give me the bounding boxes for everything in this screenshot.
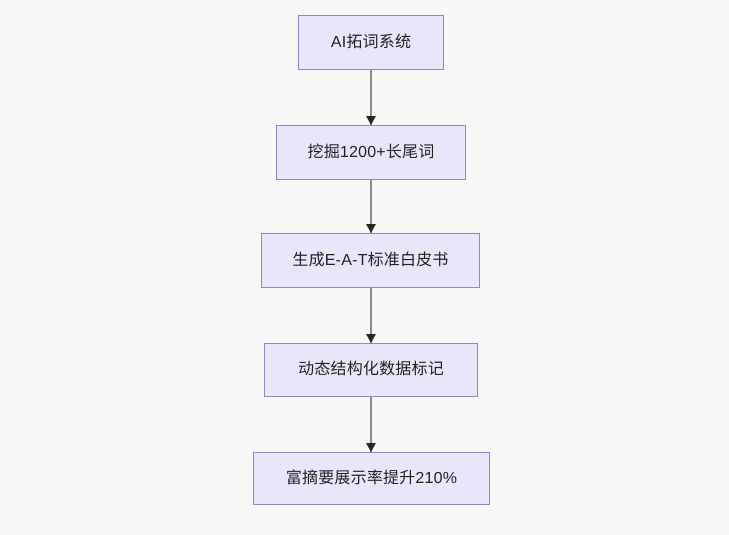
flow-node-ai-keyword-system[interactable]: AI拓词系统 <box>298 15 444 70</box>
edge-n2-n3 <box>366 180 376 233</box>
flow-node-label: 生成E-A-T标准白皮书 <box>292 251 449 269</box>
edge-line <box>370 397 372 452</box>
edge-n3-n4 <box>366 288 376 343</box>
arrowhead-icon <box>366 116 376 125</box>
flow-node-label: AI拓词系统 <box>330 33 412 51</box>
flow-node-label: 富摘要展示率提升210% <box>285 469 458 487</box>
arrowhead-icon <box>366 334 376 343</box>
flow-node-label: 挖掘1200+长尾词 <box>307 143 435 161</box>
edge-line <box>370 180 372 233</box>
flow-node-dynamic-structured-data-markup[interactable]: 动态结构化数据标记 <box>264 343 478 397</box>
flow-node-rich-snippet-rate-increase[interactable]: 富摘要展示率提升210% <box>253 452 490 505</box>
edge-line <box>370 70 372 125</box>
arrowhead-icon <box>366 443 376 452</box>
edge-line <box>370 288 372 343</box>
arrowhead-icon <box>366 224 376 233</box>
flow-node-generate-eat-whitepaper[interactable]: 生成E-A-T标准白皮书 <box>261 233 480 288</box>
edge-n1-n2 <box>366 70 376 125</box>
edge-n4-n5 <box>366 397 376 452</box>
flow-node-label: 动态结构化数据标记 <box>298 361 444 378</box>
flow-node-mine-longtail-keywords[interactable]: 挖掘1200+长尾词 <box>276 125 466 180</box>
